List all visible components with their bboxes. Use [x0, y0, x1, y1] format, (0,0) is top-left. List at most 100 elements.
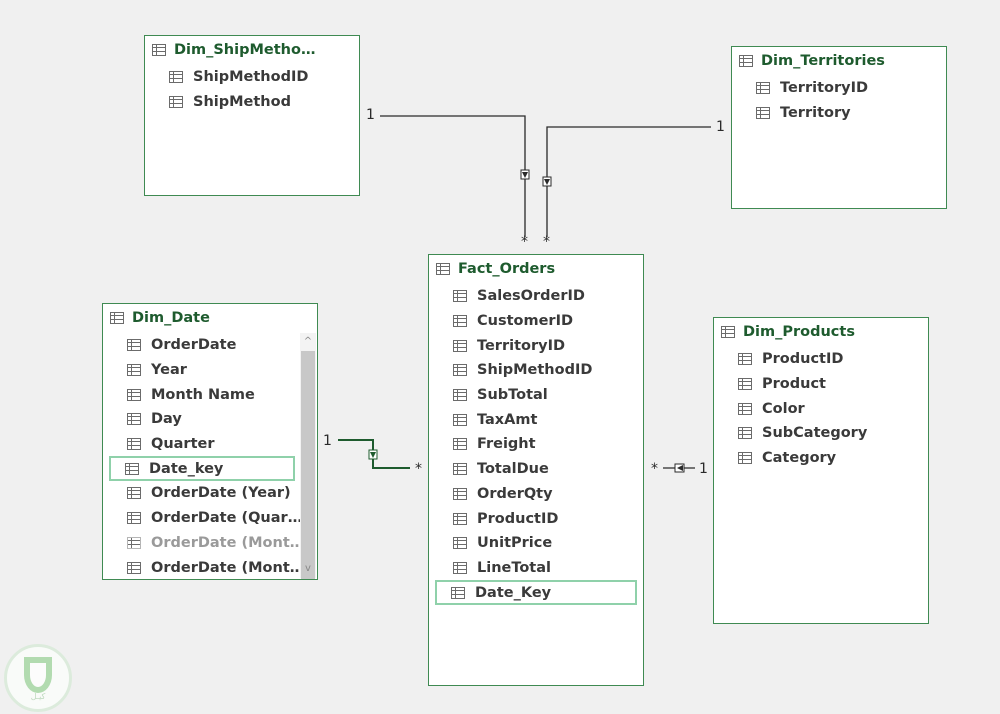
table-icon	[436, 263, 450, 275]
cardinality-many: *	[521, 234, 528, 250]
field-orderdate[interactable]: OrderDate	[103, 333, 301, 358]
field-productid[interactable]: ProductID	[714, 347, 928, 372]
field-totaldue[interactable]: TotalDue	[429, 457, 643, 482]
column-icon	[453, 389, 467, 402]
field-shipmethod[interactable]: ShipMethod	[145, 90, 359, 115]
column-icon	[453, 487, 467, 500]
field-label: Category	[762, 450, 837, 467]
field-orderqty[interactable]: OrderQty	[429, 482, 643, 507]
field-subtotal[interactable]: SubTotal	[429, 383, 643, 408]
field-label: Freight	[477, 436, 536, 453]
table-header[interactable]: Fact_Orders	[429, 255, 643, 283]
cardinality-one: 1	[366, 107, 375, 123]
field-label: OrderDate (Quar…	[151, 510, 301, 527]
field-orderdate-year[interactable]: OrderDate (Year)	[103, 481, 301, 506]
watermark-logo: كيـل	[4, 644, 72, 712]
table-dim-shipmethod[interactable]: Dim_ShipMetho… ShipMethodID ShipMethod	[144, 35, 360, 196]
field-shipmethodid[interactable]: ShipMethodID	[429, 358, 643, 383]
cardinality-one: 1	[323, 433, 332, 449]
column-icon	[756, 107, 770, 120]
field-label: CustomerID	[477, 313, 574, 330]
field-date-key[interactable]: Date_key	[109, 456, 295, 482]
relationship-line-territories[interactable]	[546, 126, 711, 237]
table-header[interactable]: Dim_ShipMetho…	[145, 36, 359, 64]
field-label: SubTotal	[477, 387, 548, 404]
field-subcategory[interactable]: SubCategory	[714, 421, 928, 446]
field-orderdate-quarter[interactable]: OrderDate (Quar…	[103, 506, 301, 531]
field-label: OrderDate	[151, 337, 237, 354]
field-customerid[interactable]: CustomerID	[429, 309, 643, 334]
arrow-down-icon	[520, 169, 530, 180]
column-icon	[127, 561, 141, 574]
table-title: Dim_Date	[132, 310, 210, 326]
field-label: ShipMethodID	[193, 69, 309, 86]
column-icon	[756, 82, 770, 95]
scrollbar-thumb[interactable]	[301, 351, 315, 579]
table-dim-date[interactable]: Dim_Date OrderDate Year Month Name Day Q…	[102, 303, 318, 580]
field-label: ShipMethodID	[477, 362, 593, 379]
field-productid[interactable]: ProductID	[429, 506, 643, 531]
cardinality-many: *	[543, 234, 550, 250]
column-icon	[738, 353, 752, 366]
field-freight[interactable]: Freight	[429, 432, 643, 457]
field-salesorderid[interactable]: SalesOrderID	[429, 284, 643, 309]
table-header[interactable]: Dim_Products	[714, 318, 928, 346]
field-label: ShipMethod	[193, 94, 291, 111]
field-product[interactable]: Product	[714, 372, 928, 397]
field-label: TerritoryID	[477, 337, 565, 354]
field-month-name[interactable]: Month Name	[103, 382, 301, 407]
field-day[interactable]: Day	[103, 407, 301, 432]
table-dim-products[interactable]: Dim_Products ProductID Product Color Sub…	[713, 317, 929, 624]
table-header[interactable]: Dim_Territories	[732, 47, 946, 75]
cardinality-one: 1	[716, 119, 725, 135]
field-label: UnitPrice	[477, 535, 553, 552]
cardinality-many: *	[651, 461, 658, 477]
field-territory[interactable]: Territory	[732, 101, 946, 126]
cardinality-many: *	[415, 461, 422, 477]
field-year[interactable]: Year	[103, 358, 301, 383]
field-unitprice[interactable]: UnitPrice	[429, 531, 643, 556]
field-category[interactable]: Category	[714, 446, 928, 471]
table-fact-orders[interactable]: Fact_Orders SalesOrderID CustomerID Terr…	[428, 254, 644, 686]
field-territoryid[interactable]: TerritoryID	[429, 333, 643, 358]
scroll-down-icon[interactable]: v	[305, 563, 311, 574]
column-icon	[738, 378, 752, 391]
table-icon	[721, 326, 735, 338]
field-linetotal[interactable]: LineTotal	[429, 556, 643, 581]
field-taxamt[interactable]: TaxAmt	[429, 407, 643, 432]
field-label: TerritoryID	[780, 80, 868, 97]
column-icon	[127, 438, 141, 451]
vertical-scrollbar[interactable]: ^ v	[300, 333, 316, 579]
column-icon	[738, 402, 752, 415]
cardinality-one: 1	[699, 461, 708, 477]
field-label: Year	[151, 362, 187, 379]
column-icon	[453, 561, 467, 574]
column-icon	[453, 290, 467, 303]
column-icon	[125, 462, 139, 475]
field-label: SalesOrderID	[477, 288, 585, 305]
column-icon	[453, 364, 467, 377]
column-icon	[453, 339, 467, 352]
logo-text: كيـل	[30, 692, 46, 701]
column-icon	[738, 452, 752, 465]
column-icon	[127, 388, 141, 401]
field-quarter[interactable]: Quarter	[103, 432, 301, 457]
scroll-up-icon[interactable]: ^	[303, 336, 313, 347]
field-label: Day	[151, 411, 182, 428]
table-icon	[739, 55, 753, 67]
column-icon	[738, 427, 752, 440]
relationship-line-shipmethod[interactable]	[380, 115, 526, 237]
arrow-left-icon	[674, 463, 685, 473]
field-label: ProductID	[762, 351, 844, 368]
column-icon	[453, 512, 467, 525]
table-dim-territories[interactable]: Dim_Territories TerritoryID Territory	[731, 46, 947, 209]
table-header[interactable]: Dim_Date	[103, 304, 317, 332]
field-territoryid[interactable]: TerritoryID	[732, 76, 946, 101]
field-orderdate-month-2[interactable]: OrderDate (Mont…	[103, 555, 301, 579]
field-orderdate-month[interactable]: OrderDate (Mont…	[103, 531, 301, 556]
field-color[interactable]: Color	[714, 396, 928, 421]
field-shipmethodid[interactable]: ShipMethodID	[145, 65, 359, 90]
field-date-key[interactable]: Date_Key	[435, 580, 637, 605]
field-label: Date_key	[149, 460, 224, 477]
